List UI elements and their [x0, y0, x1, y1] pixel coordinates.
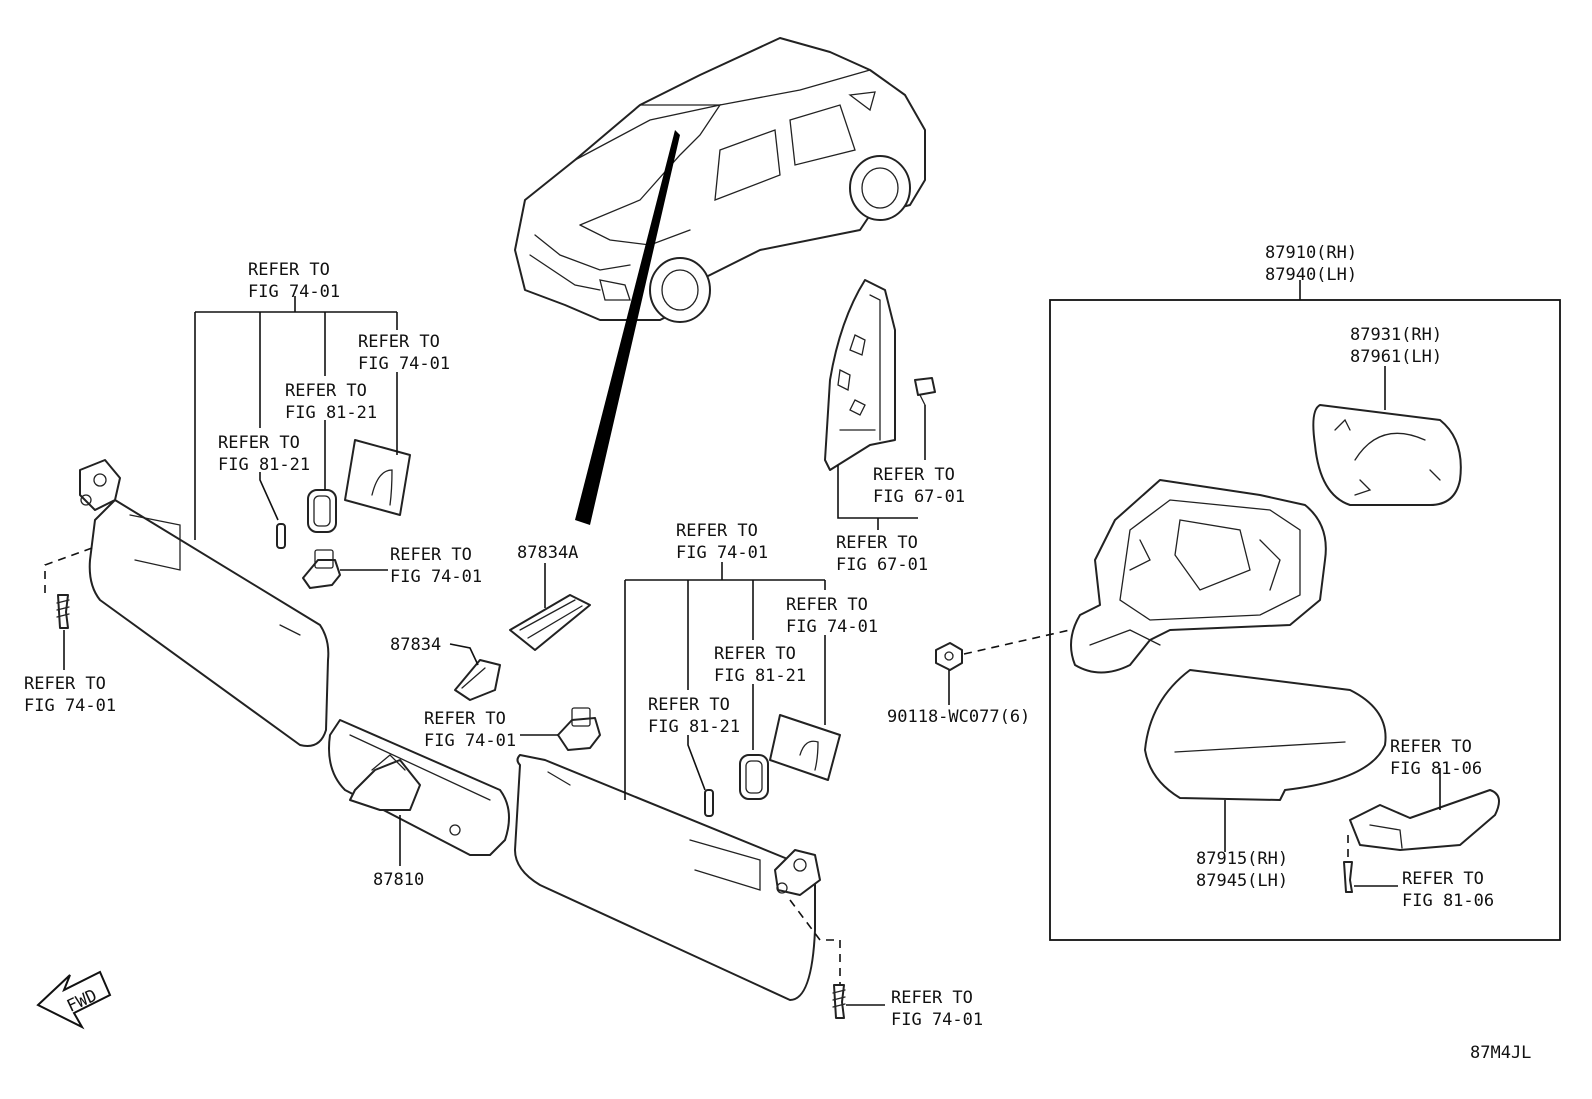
part-number-90118: 90118-WC077(6)	[887, 707, 1030, 727]
rear-view-mirror	[328, 719, 510, 856]
mirror-cover	[1144, 669, 1387, 801]
pillar-callout-lines	[837, 405, 926, 530]
vehicle-illustration	[514, 37, 926, 323]
mirror-glass	[1312, 404, 1462, 506]
part-number-87910-87940: 87910(RH)87940(LH)	[1265, 243, 1357, 285]
clip-pin-right	[704, 789, 714, 817]
cover-ring-left	[307, 489, 337, 533]
right-callout-lines	[624, 562, 826, 800]
cover-ring-right	[739, 754, 769, 800]
left-sun-visor	[79, 459, 330, 747]
part-number-87810: 87810	[373, 870, 424, 890]
nut-90118	[935, 642, 963, 671]
mirror-housing	[1070, 479, 1327, 674]
left-callout-lines	[63, 296, 398, 670]
callout-87834-line	[449, 643, 479, 666]
outer-mirror-group-box	[1049, 299, 1561, 941]
part-number-87915-87945: 87915(RH)87945(LH)	[1196, 849, 1288, 891]
part-87834A	[509, 594, 591, 651]
pillar-clip	[914, 377, 936, 406]
turn-signal-lamp	[1349, 789, 1500, 851]
part-87834	[454, 659, 501, 701]
screw-guide-line-right	[789, 899, 841, 985]
vanity-mirror-left	[344, 439, 411, 516]
nut-guide-line	[963, 629, 1071, 655]
fwd-arrow-icon: FWD	[36, 970, 112, 1030]
screw-guide-line	[44, 547, 93, 595]
pointer-wedge	[575, 130, 680, 525]
screw-left	[56, 594, 70, 629]
part-number-87931-87961: 87931(RH)87961(LH)	[1350, 325, 1442, 367]
clip-pin	[276, 523, 286, 549]
diagram-code: 87M4JL	[1470, 1043, 1531, 1063]
right-sun-visor	[514, 754, 821, 1001]
part-number-87834A: 87834A	[517, 543, 578, 563]
vanity-mirror-right	[769, 714, 841, 781]
lamp-screw	[1343, 861, 1353, 893]
part-number-87834: 87834	[390, 635, 441, 655]
holder-center	[557, 707, 601, 751]
pillar-garnish	[824, 279, 896, 471]
holder-left	[302, 549, 341, 589]
screw-right	[832, 984, 846, 1019]
